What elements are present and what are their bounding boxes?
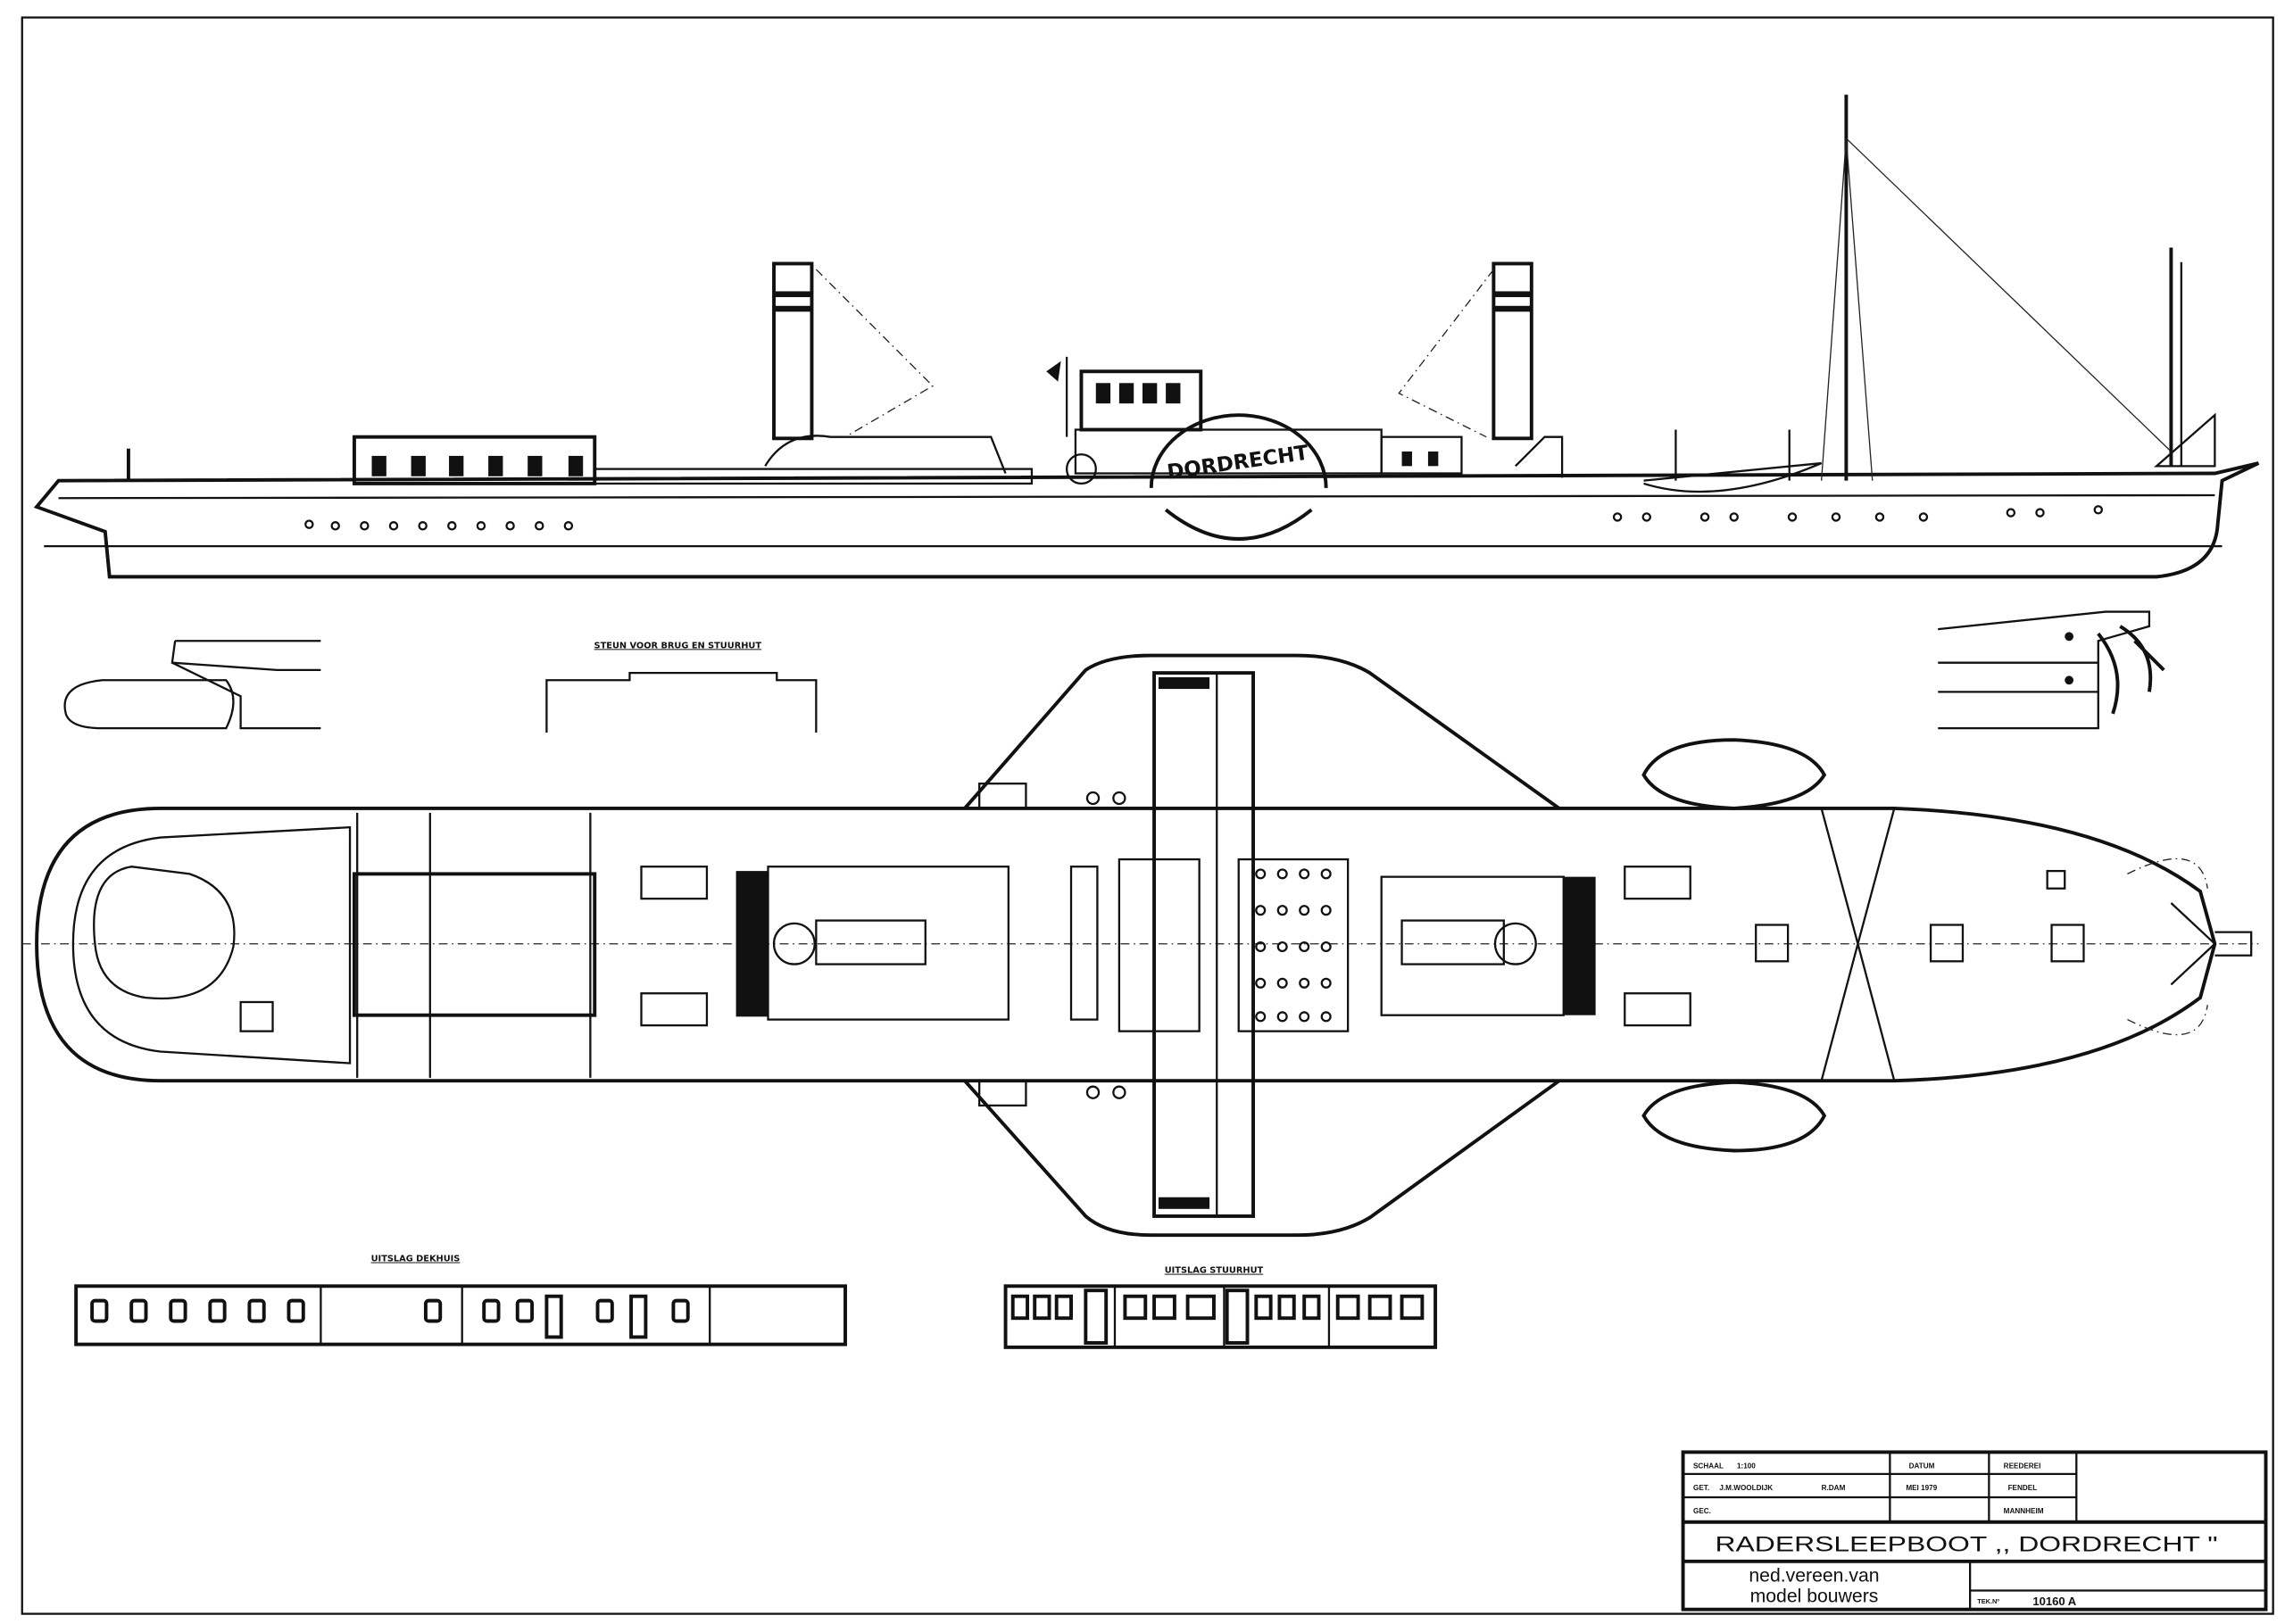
owner-label: REEDEREI bbox=[2004, 1462, 2041, 1470]
portholes bbox=[304, 505, 2104, 531]
scale-value: 1:100 bbox=[1737, 1462, 1756, 1470]
sponson-outline bbox=[963, 653, 1560, 1238]
org-line-2: model bouwers bbox=[1750, 1587, 1879, 1607]
org-line-1: ned.vereen.van bbox=[1749, 1566, 1879, 1587]
date-label: DATUM bbox=[1909, 1462, 1935, 1470]
drawn-label: GET. bbox=[1693, 1484, 1709, 1492]
aft-funnel bbox=[764, 261, 1007, 474]
deckhouse-elevation-label: UITSLAG DEKHUIS bbox=[371, 1255, 461, 1264]
drawing-number: 10160 A bbox=[2032, 1595, 2076, 1608]
aft-deckhouse bbox=[352, 435, 597, 485]
drawing-no-label: TEK.Nº bbox=[1977, 1597, 1999, 1605]
side-profile: DORDRECHT bbox=[33, 95, 2260, 579]
scale-label: SCHAAL bbox=[1693, 1462, 1724, 1470]
plan-view bbox=[21, 653, 2259, 1238]
wheelhouse bbox=[1046, 356, 1463, 475]
drawing-title: RADERSLEEPBOOT ,, DORDRECHT " bbox=[1715, 1532, 2217, 1556]
drawn-by-2: R.DAM bbox=[1822, 1484, 1846, 1492]
support-detail: STEUN VOOR BRUG EN STUURHUT bbox=[545, 641, 818, 733]
deckhouse-roof bbox=[352, 872, 597, 1017]
hull-profile bbox=[33, 461, 2260, 579]
checked-label: GEC. bbox=[1693, 1507, 1711, 1515]
deckhouse-elevation: UITSLAG DEKHUIS bbox=[74, 1255, 847, 1346]
support-detail-label: STEUN VOOR BRUG EN STUURHUT bbox=[594, 641, 762, 650]
date-value: MEI 1979 bbox=[1906, 1484, 1937, 1492]
deck-boat-profile bbox=[1643, 461, 1823, 493]
wheelhouse-elevation-label: UITSLAG STUURHUT bbox=[1165, 1266, 1264, 1276]
owner-name: FENDEL bbox=[2008, 1484, 2038, 1492]
lifeboat-port bbox=[1641, 1080, 1827, 1153]
drawing-border bbox=[21, 16, 2274, 1615]
drawn-by: J.M.WOOLDIJK bbox=[1719, 1484, 1773, 1492]
forward-funnel bbox=[1491, 261, 1564, 478]
hull-plan bbox=[35, 806, 2217, 1083]
stern-detail bbox=[63, 640, 321, 730]
wheelhouse-elevation: UITSLAG STUURHUT bbox=[1003, 1266, 1438, 1349]
title-block: SCHAAL 1:100 GET. J.M.WOOLDIJK R.DAM GEC… bbox=[1681, 1450, 2268, 1612]
bow-anchor-detail bbox=[1938, 610, 2165, 730]
lifeboat-starboard bbox=[1641, 738, 1827, 810]
owner-city: MANNHEIM bbox=[2004, 1507, 2044, 1515]
